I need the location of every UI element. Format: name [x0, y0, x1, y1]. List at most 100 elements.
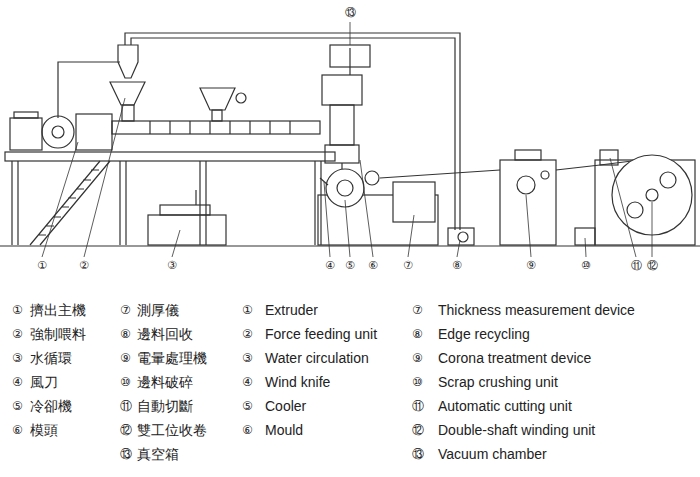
part-name: Cooler — [265, 399, 306, 414]
callout-number: ⑤ — [345, 260, 355, 272]
leader-line — [457, 240, 460, 257]
callout-number: ① — [37, 260, 47, 272]
part-name: Corona treatment device — [438, 351, 591, 366]
chill-roll-core — [337, 180, 353, 196]
legend-number: ⑪ — [412, 400, 424, 413]
part-name: 強制喂料 — [30, 327, 86, 342]
edge-recycler — [448, 228, 474, 245]
leader-line — [172, 230, 180, 257]
legend-number: ⑧ — [412, 328, 423, 341]
barrel-heaters — [150, 121, 290, 134]
drive-hub — [52, 126, 64, 138]
legend-number: ① — [12, 304, 23, 317]
part-name: 真空箱 — [137, 447, 179, 462]
vacuum-pipe — [125, 33, 460, 230]
part-name: 測厚儀 — [137, 303, 179, 318]
leader-line — [350, 22, 351, 45]
drive-wheel — [42, 116, 74, 148]
machine-drawing — [0, 22, 700, 257]
legend-number: ④ — [12, 376, 23, 389]
part-name: 電暈處理機 — [137, 351, 207, 366]
die-body — [330, 105, 354, 145]
leader-line — [324, 182, 330, 257]
part-name: Wind knife — [265, 375, 330, 390]
platform-legs — [12, 161, 321, 245]
edge-recycler-fan — [458, 232, 468, 242]
part-name: Force feeding unit — [265, 327, 377, 342]
part-name: Scrap crushing unit — [438, 375, 558, 390]
leader-line — [345, 200, 350, 257]
gearbox — [76, 114, 112, 150]
legend-number: ⑦ — [120, 304, 131, 317]
legend-number: ⑬ — [120, 448, 132, 461]
legend-number: ③ — [242, 352, 253, 365]
part-name: 冷卻機 — [30, 399, 72, 414]
winder-hub — [646, 189, 658, 201]
dosing-hopper — [200, 88, 235, 110]
corona-electrode — [541, 171, 549, 179]
hopper — [110, 82, 145, 105]
leader-line — [42, 142, 78, 257]
callout-number: ⑧ — [452, 260, 462, 272]
motor-cap — [14, 112, 38, 118]
die-frame — [322, 75, 362, 105]
corona-unit — [500, 160, 556, 245]
leader-line — [585, 238, 586, 257]
cutter-head — [600, 150, 618, 165]
water-pipe — [195, 190, 196, 205]
legend-number: ⑨ — [120, 352, 131, 365]
legend-number: ⑩ — [120, 376, 131, 389]
leader-lines — [42, 22, 652, 257]
motor — [10, 118, 42, 150]
legend-number: ⑩ — [412, 376, 423, 389]
part-name: 水循環 — [30, 351, 72, 366]
leader-line — [408, 215, 414, 257]
callout-number: ⑪ — [631, 260, 642, 272]
water-tank — [148, 215, 226, 245]
legend-number: ① — [242, 304, 253, 317]
leader-line — [360, 160, 373, 257]
leader-line — [526, 195, 531, 257]
leader-line — [84, 98, 125, 257]
part-name: Vacuum chamber — [438, 447, 547, 462]
callout-number: ⑩ — [581, 260, 591, 272]
legend-number: ⑫ — [120, 424, 132, 437]
legend-number: ⑦ — [412, 304, 423, 317]
vacuum-chamber — [330, 45, 370, 67]
part-name: 模頭 — [30, 423, 58, 438]
legend-number: ⑫ — [412, 424, 424, 437]
part-name: Edge recycling — [438, 327, 530, 342]
callout-number: ③ — [167, 260, 177, 272]
winding-shaft — [660, 172, 676, 188]
feed-throat — [122, 105, 134, 121]
feed-pipe — [58, 62, 120, 118]
part-name: 邊料破碎 — [137, 375, 193, 390]
leader-line — [652, 202, 653, 257]
corona-roll — [517, 176, 535, 194]
platform-deck — [5, 152, 335, 161]
cyclone — [118, 45, 138, 78]
legend-number: ② — [242, 328, 253, 341]
callout-number: ⑨ — [526, 260, 536, 272]
part-name: 擠出主機 — [30, 303, 86, 318]
part-name: Mould — [265, 423, 303, 438]
legend-number: ④ — [242, 376, 253, 389]
callout-number: ④ — [325, 260, 335, 272]
part-name: Double-shaft winding unit — [438, 423, 595, 438]
legend-number: ⑬ — [412, 448, 424, 461]
part-name: 邊料回收 — [137, 327, 193, 342]
legend-number: ⑥ — [242, 424, 253, 437]
legend-number: ⑪ — [120, 400, 132, 413]
legend-number: ⑨ — [412, 352, 423, 365]
corona-top — [515, 150, 541, 160]
part-name: 雙工位收卷 — [137, 423, 207, 438]
legend-number: ⑧ — [120, 328, 131, 341]
legend-number: ② — [12, 328, 23, 341]
extruder-barrel — [112, 121, 320, 134]
part-name: 風刀 — [30, 375, 58, 390]
legend-number: ⑤ — [12, 400, 23, 413]
legend-number: ⑥ — [12, 424, 23, 437]
mould — [325, 145, 359, 163]
callout-number: ⑫ — [647, 260, 658, 272]
